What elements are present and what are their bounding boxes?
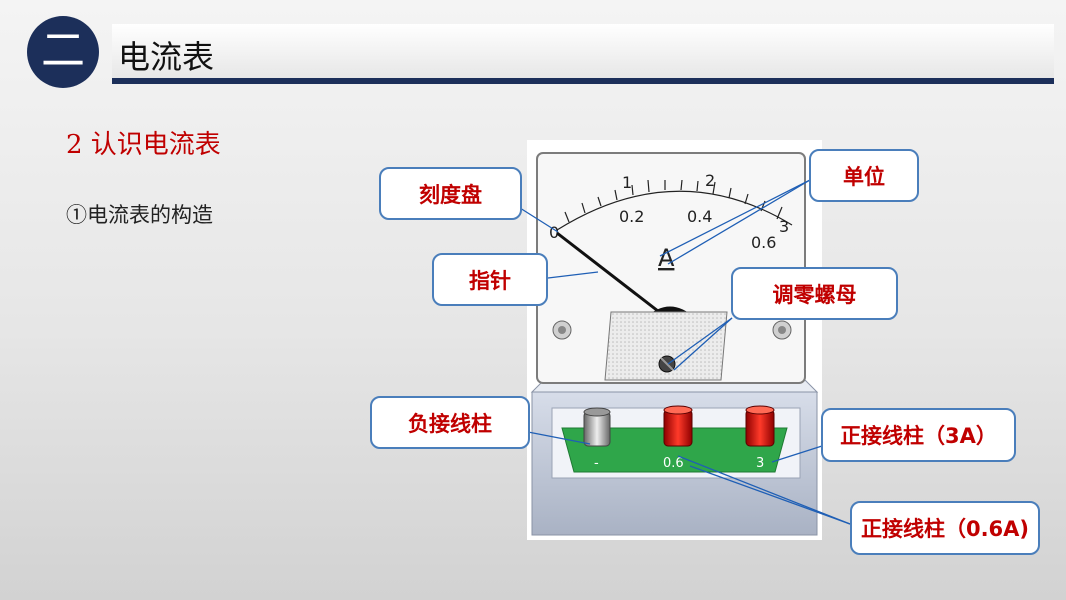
header-bar	[112, 24, 1054, 78]
header-underline	[112, 78, 1054, 84]
callout-dial: 刻度盘	[379, 167, 522, 220]
callout-unit: 单位	[809, 149, 919, 202]
scale-bottom-label-04: 0.4	[687, 207, 712, 226]
callout-pointer: 指针	[432, 253, 548, 306]
callout-zero-adjust: 调零螺母	[731, 267, 898, 320]
page-title: 电流表	[118, 38, 215, 76]
bullet-text: ①电流表的构造	[66, 203, 213, 227]
terminal-label-3: 3	[756, 456, 764, 471]
callout-negative-terminal: 负接线柱	[370, 396, 530, 449]
section-subtitle: 2 认识电流表	[66, 130, 221, 160]
terminal-label-06: 0.6	[663, 456, 684, 471]
meter-pointer	[556, 231, 668, 320]
callout-positive-3a: 正接线柱（3A）	[821, 408, 1016, 462]
scale-bottom-label-06: 0.6	[751, 233, 776, 252]
callout-positive-06a: 正接线柱（0.6A)	[850, 501, 1040, 555]
scale-top-label-2: 2	[705, 171, 715, 190]
terminal-label-negative: -	[594, 456, 599, 471]
section-number-badge: 二	[27, 16, 99, 88]
scale-top-label-3: 3	[779, 217, 789, 236]
ammeter-illustration: 0 1 2 3 0.2 0.4 0.6 A - 0.6 3	[527, 140, 822, 540]
scale-zero-label: 0	[549, 223, 559, 242]
scale-top-label-1: 1	[622, 173, 632, 192]
scale-bottom-label-02: 0.2	[619, 207, 644, 226]
